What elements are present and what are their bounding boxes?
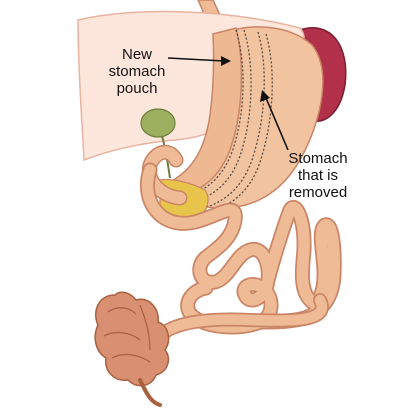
new-pouch-line-3: pouch — [116, 80, 158, 97]
stomach-removed-label: Stomach that is removed — [278, 150, 358, 201]
removed-line-1: Stomach — [288, 150, 348, 167]
removed-line-2: that is — [297, 167, 339, 184]
removed-line-3: removed — [288, 184, 348, 201]
gallbladder — [140, 108, 176, 138]
small-intestine — [139, 162, 342, 339]
staple-line-1 — [179, 29, 244, 199]
removed-arrow — [260, 90, 289, 151]
staple-line-2 — [185, 29, 252, 205]
staple-line-3 — [195, 31, 265, 211]
pouch-arrow — [167, 56, 231, 66]
new-stomach-pouch-label: New stomach pouch — [106, 46, 168, 97]
new-pouch-line-2: stomach — [108, 63, 166, 80]
new-pouch-line-1: New — [121, 46, 152, 63]
colon — [94, 291, 170, 407]
